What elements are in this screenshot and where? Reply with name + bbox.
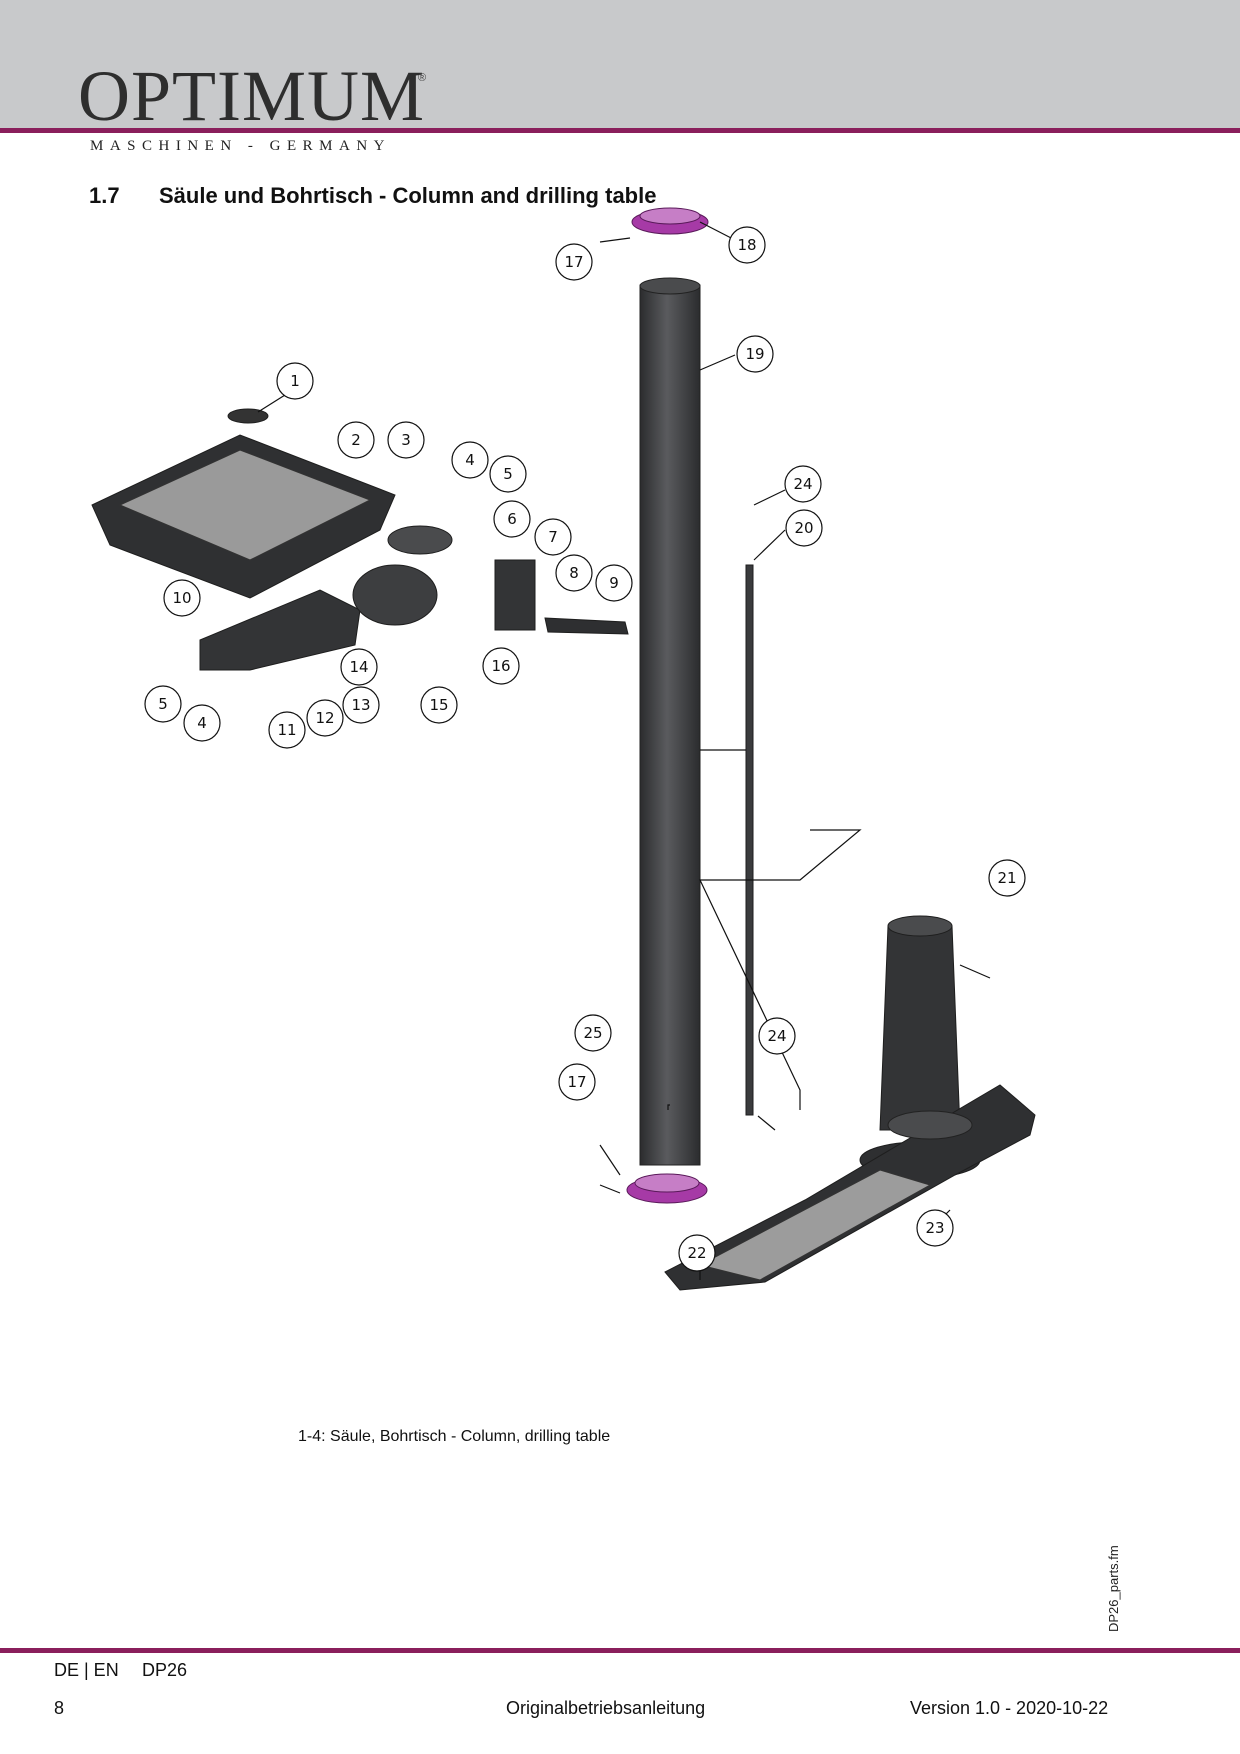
callout-9: 9 bbox=[595, 564, 633, 602]
exploded-parts-diagram: 1 2 3 4 5 6 7 8 9 10 4 5 11 12 13 14 15 … bbox=[91, 207, 1036, 1291]
section-title: Säule und Bohrtisch - Column and drillin… bbox=[159, 183, 657, 208]
svg-text:11: 11 bbox=[277, 721, 296, 739]
table-arm-part bbox=[199, 525, 536, 671]
callout-24: 24 bbox=[784, 465, 822, 503]
svg-text:4: 4 bbox=[465, 451, 475, 469]
figure-caption: 1-4: Säule, Bohrtisch - Column, drilling… bbox=[298, 1428, 611, 1445]
brand-tagline: MASCHINEN - GERMANY bbox=[90, 138, 392, 154]
page-number: 8 bbox=[54, 1698, 65, 1718]
svg-text:22: 22 bbox=[687, 1244, 706, 1262]
svg-text:9: 9 bbox=[609, 574, 619, 592]
svg-text:6: 6 bbox=[507, 510, 517, 528]
callout-17b: 17 bbox=[558, 1063, 596, 1101]
callout-23: 23 bbox=[916, 1209, 954, 1247]
svg-text:19: 19 bbox=[745, 345, 764, 363]
callouts: 1 2 3 4 5 6 7 8 9 10 4 5 11 12 13 14 15 … bbox=[144, 226, 1026, 1272]
svg-text:20: 20 bbox=[794, 519, 813, 537]
svg-text:25: 25 bbox=[583, 1024, 602, 1042]
callout-7: 7 bbox=[534, 518, 572, 556]
svg-text:14: 14 bbox=[349, 658, 368, 676]
svg-text:10: 10 bbox=[172, 589, 191, 607]
registered-mark: ® bbox=[418, 72, 427, 84]
rack-part bbox=[745, 564, 754, 1116]
callout-3: 3 bbox=[387, 421, 425, 459]
callout-20: 20 bbox=[785, 509, 823, 547]
callout-2: 2 bbox=[337, 421, 375, 459]
svg-text:5: 5 bbox=[503, 465, 513, 483]
callout-12: 12 bbox=[306, 699, 344, 737]
svg-text:17: 17 bbox=[564, 253, 583, 271]
svg-text:5: 5 bbox=[158, 695, 168, 713]
callout-5: 5 bbox=[489, 455, 527, 493]
callout-15: 15 bbox=[420, 686, 458, 724]
callout-22: 22 bbox=[678, 1234, 716, 1272]
top-ring-part bbox=[631, 207, 709, 235]
callout-4: 4 bbox=[451, 441, 489, 479]
callout-1: 1 bbox=[276, 362, 314, 400]
callout-10: 10 bbox=[163, 579, 201, 617]
callout-13: 13 bbox=[342, 686, 380, 724]
svg-text:2: 2 bbox=[351, 431, 361, 449]
header-band bbox=[0, 0, 1240, 128]
svg-text:16: 16 bbox=[491, 657, 510, 675]
footer-language: DE | EN bbox=[54, 1660, 119, 1680]
svg-text:4: 4 bbox=[197, 714, 207, 732]
svg-text:24: 24 bbox=[767, 1027, 786, 1045]
svg-text:13: 13 bbox=[351, 696, 370, 714]
svg-text:21: 21 bbox=[997, 869, 1016, 887]
callout-16: 16 bbox=[482, 647, 520, 685]
svg-text:3: 3 bbox=[401, 431, 411, 449]
source-file-label: DP26_parts.fm bbox=[1106, 1545, 1121, 1632]
callout-8: 8 bbox=[555, 554, 593, 592]
callout-6: 6 bbox=[493, 500, 531, 538]
callout-19: 19 bbox=[736, 335, 774, 373]
callout-21: 21 bbox=[988, 859, 1026, 897]
drilling-table-part bbox=[91, 408, 396, 599]
section-heading: 1.7 Säule und Bohrtisch - Column and dril… bbox=[89, 183, 656, 209]
callout-25: 25 bbox=[574, 1014, 612, 1052]
svg-text:8: 8 bbox=[569, 564, 579, 582]
svg-text:12: 12 bbox=[315, 709, 334, 727]
footer-version: Version 1.0 - 2020-10-22 bbox=[910, 1698, 1109, 1718]
footer-manual-title: Originalbetriebsanleitung bbox=[506, 1698, 706, 1718]
crank-handle-part bbox=[544, 617, 629, 635]
svg-text:1: 1 bbox=[290, 372, 300, 390]
header-rule bbox=[0, 128, 1240, 133]
callout-14: 14 bbox=[340, 648, 378, 686]
column-part bbox=[639, 277, 701, 1166]
callout-11: 11 bbox=[268, 711, 306, 749]
svg-text:7: 7 bbox=[548, 528, 558, 546]
svg-text:18: 18 bbox=[737, 236, 756, 254]
svg-text:15: 15 bbox=[429, 696, 448, 714]
callout-18: 18 bbox=[728, 226, 766, 264]
section-number: 1.7 bbox=[89, 183, 120, 208]
footer-model: DP26 bbox=[142, 1660, 188, 1680]
bottom-ring-part bbox=[626, 1173, 708, 1204]
callout-17: 17 bbox=[555, 243, 593, 281]
svg-text:24: 24 bbox=[793, 475, 812, 493]
callout-4b: 4 bbox=[183, 704, 221, 742]
callout-24b: 24 bbox=[758, 1017, 796, 1055]
footer-rule bbox=[0, 1648, 1240, 1653]
callout-5b: 5 bbox=[144, 685, 182, 723]
svg-text:23: 23 bbox=[925, 1219, 944, 1237]
svg-text:17: 17 bbox=[567, 1073, 586, 1091]
base-plate-part bbox=[664, 1084, 1036, 1291]
brand-logo: OPTIMUM bbox=[78, 56, 426, 136]
leader-lines bbox=[257, 221, 991, 1280]
